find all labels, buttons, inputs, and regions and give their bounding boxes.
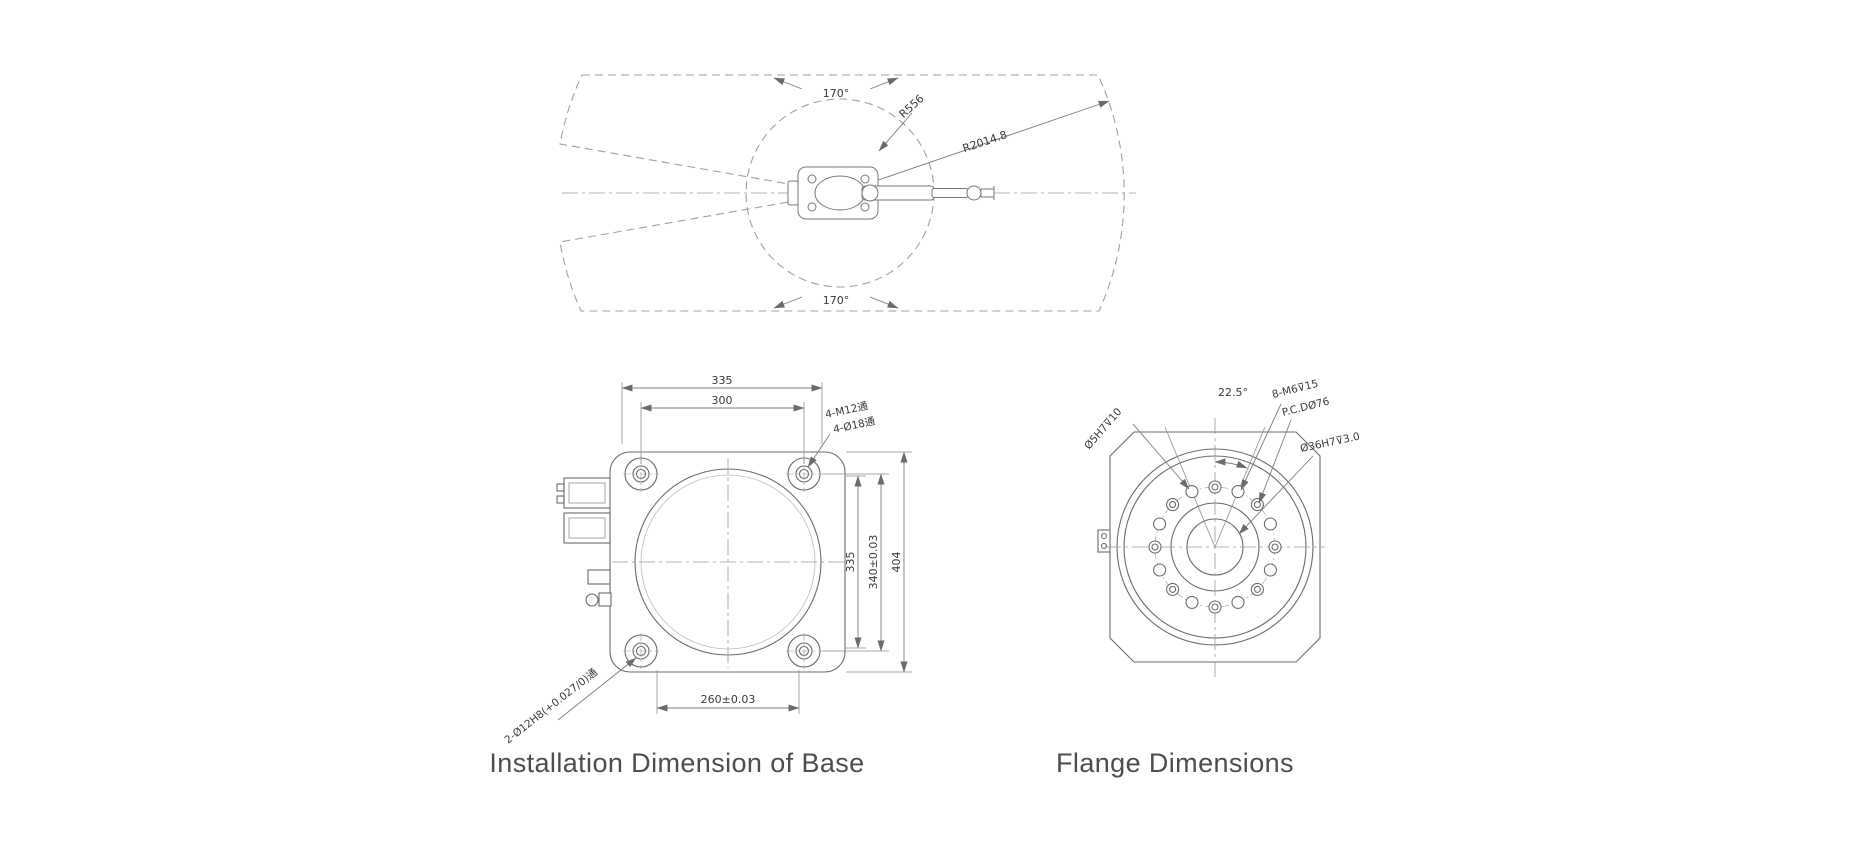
base-dim-260-bottom: 260±0.03 xyxy=(701,693,756,706)
flange-drawing: Ø5H7⊽10 22.5° 8-M6⊽15 P.C.DØ76 Ø36H7⊽3.0 xyxy=(1082,378,1361,678)
base-installation-drawing: 335 300 4-M12通 4-Ø18通 335 340±0.03 404 2… xyxy=(502,374,912,746)
robot-top-view xyxy=(787,166,995,220)
envelope-angle-top-label: 170° xyxy=(823,87,850,100)
work-envelope-top-view: 170° 170° R556 R2014.8 xyxy=(559,74,1136,312)
envelope-angle-bottom-label: 170° xyxy=(823,294,850,307)
envelope-outer-boundary xyxy=(559,74,1125,312)
base-dim-300-top: 300 xyxy=(712,394,733,407)
base-dim-335-top: 335 xyxy=(712,374,733,387)
flange-leader-dowel-hole: Ø5H7⊽10 xyxy=(1082,406,1124,452)
base-caption: Installation Dimension of Base xyxy=(489,748,865,778)
base-dim-340-right: 340±0.03 xyxy=(867,535,880,590)
envelope-outer-radius-label: R2014.8 xyxy=(961,128,1009,155)
base-dim-335-right: 335 xyxy=(844,552,857,573)
flange-body xyxy=(1097,418,1325,678)
base-center-circle xyxy=(612,458,844,668)
flange-leader-center-bore: Ø36H7⊽3.0 xyxy=(1299,431,1361,455)
flange-leader-tapped: 8-M6⊽15 xyxy=(1271,378,1320,401)
envelope-inner-radius-label: R556 xyxy=(897,92,927,121)
base-leader-d18: 4-Ø18通 xyxy=(832,415,877,436)
bolt-hole xyxy=(786,633,822,669)
flange-caption: Flange Dimensions xyxy=(1056,748,1294,778)
flange-leader-pcd: P.C.DØ76 xyxy=(1281,395,1331,418)
flange-angle-label: 22.5° xyxy=(1218,386,1248,399)
base-dim-404-right: 404 xyxy=(890,552,903,573)
flange-bolt-holes xyxy=(1148,480,1282,614)
base-leader-dowel: 2-Ø12H8(+0.027/0)通 xyxy=(502,666,600,746)
base-corner-holes xyxy=(623,456,822,669)
